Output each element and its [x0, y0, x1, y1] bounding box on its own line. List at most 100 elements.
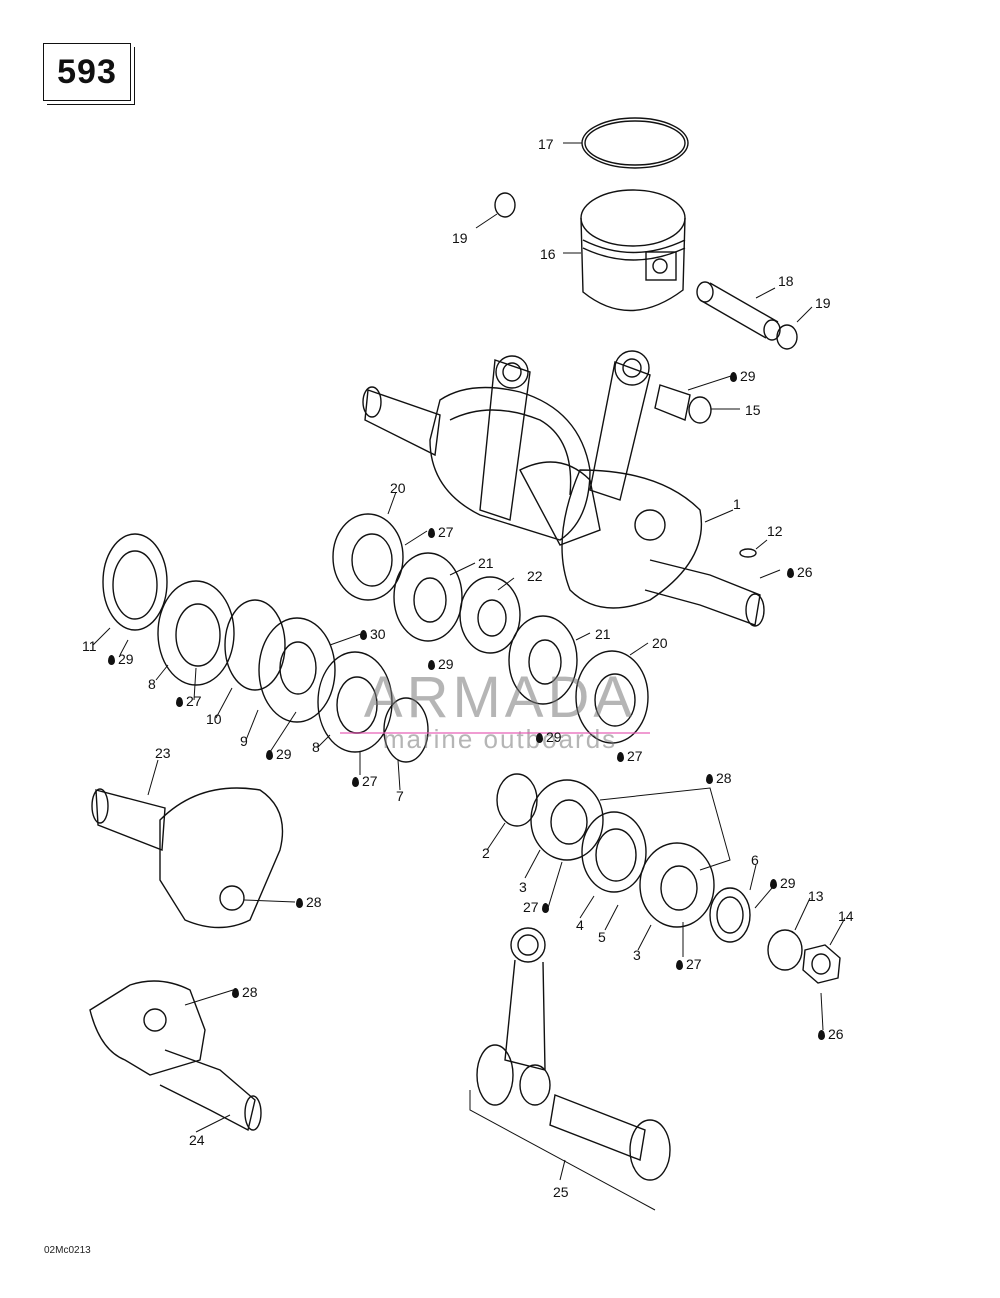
callout-7: 7: [396, 788, 404, 804]
callout-6: 6: [751, 852, 759, 868]
washer-21a: [393, 552, 463, 642]
callout-24: 24: [189, 1132, 205, 1148]
callout-19: 19: [815, 295, 831, 311]
lube-callout: 29: [730, 369, 756, 383]
callout-3: 3: [633, 947, 641, 963]
watermark-underline: [340, 732, 650, 734]
ring-7: [383, 697, 429, 763]
lube-callout: 28: [706, 771, 732, 785]
callout-8: 8: [148, 676, 156, 692]
callout-21: 21: [595, 626, 611, 642]
callout-15: 15: [745, 402, 761, 418]
callout-20: 20: [652, 635, 668, 651]
lubricant-drop-icon: [542, 903, 550, 913]
callout-16: 16: [540, 246, 556, 262]
crankshaft-1: [362, 350, 765, 627]
key-12: [739, 548, 757, 558]
lube-callout: 26: [818, 1027, 844, 1041]
crank-half-24: [89, 980, 262, 1132]
callout-5: 5: [598, 929, 606, 945]
callout-25: 25: [553, 1184, 569, 1200]
gear-22: [459, 576, 521, 654]
bearing-20b: [575, 650, 649, 744]
oil-seal-11: [102, 533, 168, 631]
seal-9: [258, 617, 336, 723]
lube-callout: 29: [536, 730, 562, 744]
lube-callout: 29: [428, 657, 454, 671]
callout-20: 20: [390, 480, 406, 496]
callout-12: 12: [767, 523, 783, 539]
model-number: 593: [57, 52, 117, 91]
lubricant-drop-icon: [108, 655, 115, 665]
callout-13: 13: [808, 888, 824, 904]
callout-4: 4: [576, 917, 584, 933]
callout-2: 2: [482, 845, 490, 861]
lube-callout: 27: [676, 957, 702, 971]
lube-callout: 27: [428, 525, 454, 539]
callout-17: 17: [538, 136, 554, 152]
watermark-subtitle: marine outboards: [382, 724, 618, 754]
callout-23: 23: [155, 745, 171, 761]
lubricant-drop-icon: [818, 1030, 825, 1040]
connecting-rod-kit-25: [476, 927, 671, 1181]
watermark: ARMADA marine outboards: [340, 668, 660, 755]
lube-callout: 29: [770, 876, 796, 890]
circlip-19a: [494, 192, 516, 218]
lube-callout: 27: [523, 900, 552, 914]
callout-8: 8: [312, 739, 320, 755]
lube-callout: 27: [176, 694, 202, 708]
watermark-title: ARMADA: [363, 665, 637, 730]
model-number-box: 593: [43, 43, 131, 101]
piston-ring-17: [581, 117, 689, 169]
lube-callout: 28: [296, 895, 322, 909]
callout-18: 18: [778, 273, 794, 289]
lube-callout: 29: [108, 652, 134, 666]
piston-pin-18: [696, 281, 781, 341]
callout-21: 21: [478, 555, 494, 571]
lubricant-drop-icon: [352, 777, 359, 787]
callout-1: 1: [733, 496, 741, 512]
callout-19: 19: [452, 230, 468, 246]
lubricant-drop-icon: [428, 660, 435, 670]
callout-9: 9: [240, 733, 248, 749]
oil-seal-6: [709, 887, 751, 943]
lube-callout: 29: [266, 747, 292, 761]
seal-4: [581, 811, 647, 893]
lubricant-drop-icon: [730, 372, 737, 382]
bearing-3b: [639, 842, 715, 928]
piston-16: [580, 189, 686, 312]
lubricant-drop-icon: [266, 750, 273, 760]
lube-callout: 26: [787, 565, 813, 579]
lubricant-drop-icon: [428, 528, 435, 538]
lubricant-drop-icon: [676, 960, 683, 970]
lube-callout: 28: [232, 985, 258, 999]
lubricant-drop-icon: [360, 630, 367, 640]
callout-11: 11: [82, 638, 97, 654]
lube-callout: 27: [352, 774, 378, 788]
lube-callout: 27: [617, 749, 643, 763]
lubricant-drop-icon: [706, 774, 713, 784]
callout-22: 22: [527, 568, 543, 584]
crank-half-23: [91, 787, 284, 929]
ring-2: [496, 773, 538, 827]
callout-14: 14: [838, 908, 854, 924]
lube-callout: 30: [360, 627, 386, 641]
drawing-code: 02Mc0213: [44, 1245, 91, 1256]
lubricant-drop-icon: [617, 752, 624, 762]
washer-13: [767, 929, 803, 971]
needle-bearing-15: [654, 384, 712, 424]
washer-21b: [508, 615, 578, 705]
lubricant-drop-icon: [770, 879, 777, 889]
bearing-3a: [530, 779, 604, 861]
nut-14: [802, 944, 841, 984]
lubricant-drop-icon: [176, 697, 183, 707]
lubricant-drop-icon: [536, 733, 543, 743]
callout-10: 10: [206, 711, 222, 727]
circlip-19b: [776, 324, 798, 350]
lubricant-drop-icon: [787, 568, 794, 578]
ring-10: [224, 599, 286, 691]
lubricant-drop-icon: [296, 898, 303, 908]
bearing-20a: [332, 513, 404, 601]
lubricant-drop-icon: [232, 988, 239, 998]
